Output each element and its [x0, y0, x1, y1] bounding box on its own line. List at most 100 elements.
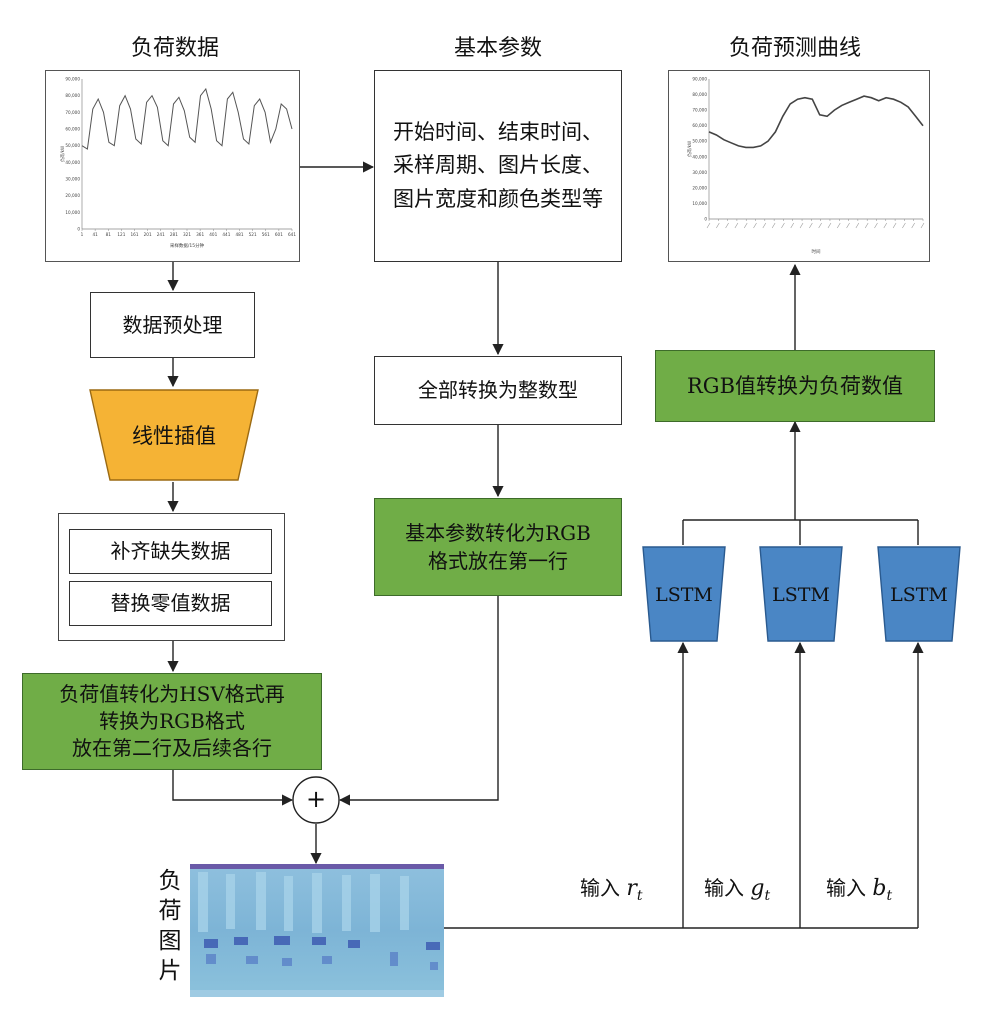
x-tick-mark	[902, 222, 906, 229]
input-g-prefix: 输入	[704, 876, 744, 900]
y-axis-label: 负荷/kW	[59, 146, 66, 162]
sum-symbol: +	[305, 785, 327, 813]
load-data-chart: 010,00020,00030,00040,00050,00060,00070,…	[59, 77, 296, 250]
input-g-label: 输入 gt	[704, 872, 770, 904]
x-tick-mark	[827, 222, 832, 229]
x-tick-label: 241	[157, 232, 165, 237]
x-tick-mark	[883, 222, 888, 229]
lstm-block-g: LSTM	[759, 546, 843, 642]
basic-params-text: 开始时间、结束时间、采样周期、图片长度、图片宽度和颜色类型等	[393, 119, 603, 211]
lstm-label-g: LSTM	[772, 584, 830, 606]
x-tick-mark	[911, 222, 915, 229]
rgb-to-load-box: RGB值转换为负荷数值	[655, 350, 935, 422]
x-tick-label: 361	[196, 232, 204, 237]
forecast-curve-title: 负荷预测曲线	[728, 36, 861, 61]
y-tick-label: 0	[704, 217, 707, 222]
input-b-prefix: 输入	[826, 876, 866, 900]
x-tick-mark	[874, 222, 878, 229]
x-tick-label: 161	[131, 232, 139, 237]
input-b-label: 输入 bt	[826, 872, 892, 904]
lstm-label-r: LSTM	[655, 584, 713, 606]
x-axis-label: 时间	[812, 248, 821, 255]
y-axis-label: 负荷/kW	[686, 141, 693, 157]
x-tick-mark	[706, 222, 711, 229]
y-tick-label: 60,000	[692, 123, 707, 128]
y-tick-label: 0	[77, 227, 80, 232]
x-tick-mark	[846, 222, 850, 229]
y-tick-label: 70,000	[65, 110, 80, 115]
to-int-box: 全部转换为整数型	[374, 356, 622, 425]
to-int-label: 全部转换为整数型	[418, 378, 578, 402]
y-tick-label: 30,000	[65, 177, 80, 182]
series-line	[81, 87, 293, 150]
x-tick-label: 321	[183, 232, 191, 237]
y-tick-label: 80,000	[692, 92, 707, 97]
input-g-sub: t	[764, 888, 771, 904]
load-image-char-4: 片	[158, 958, 182, 984]
x-tick-mark	[762, 222, 767, 229]
x-tick-label: 441	[222, 232, 230, 237]
x-tick-mark	[864, 222, 869, 229]
input-g-var: g	[750, 876, 765, 901]
fill-missing-label: 补齐缺失数据	[110, 539, 231, 563]
preprocess-label: 数据预处理	[122, 312, 223, 337]
x-tick-mark	[920, 222, 925, 229]
y-tick-label: 20,000	[65, 193, 80, 198]
hsv-convert-line1: 负荷值转化为HSV格式再	[59, 682, 285, 706]
x-tick-mark	[790, 222, 794, 229]
linear-interp-label: 线性插值	[132, 424, 216, 448]
y-tick-label: 50,000	[65, 143, 80, 148]
x-tick-mark	[771, 222, 776, 229]
x-tick-label: 401	[209, 232, 217, 237]
lstm-label-b: LSTM	[890, 584, 948, 606]
x-tick-label: 641	[288, 232, 296, 237]
x-tick-mark	[809, 222, 813, 229]
lstm-block-r: LSTM	[642, 546, 726, 642]
y-tick-label: 40,000	[65, 160, 80, 165]
input-r-label: 输入 rt	[580, 872, 643, 904]
x-tick-label: 601	[275, 232, 283, 237]
load-image-char-3: 图	[158, 928, 182, 954]
x-tick-label: 521	[249, 232, 257, 237]
x-tick-label: 481	[236, 232, 244, 237]
params-rgb-line1: 基本参数转化为RGB	[405, 521, 591, 545]
data-fill-group: 补齐缺失数据 替换零值数据	[58, 513, 285, 641]
x-tick-mark	[734, 222, 739, 229]
y-tick-label: 10,000	[65, 210, 80, 215]
rgb-to-load-label: RGB值转换为负荷数值	[686, 373, 904, 398]
y-tick-label: 30,000	[692, 170, 707, 175]
forecast-chart: 010,00020,00030,00040,00050,00060,00070,…	[686, 77, 925, 255]
replace-zero-label: 替换零值数据	[110, 591, 231, 615]
load-image	[190, 864, 444, 997]
x-tick-mark	[781, 222, 785, 229]
x-tick-mark	[753, 222, 757, 229]
x-tick-label: 1	[81, 232, 84, 237]
sum-node	[292, 776, 340, 824]
fill-missing-box: 补齐缺失数据	[69, 529, 272, 574]
load-image-char-2: 荷	[158, 898, 182, 924]
x-tick-label: 561	[262, 232, 270, 237]
x-tick-mark	[799, 222, 804, 229]
input-b-sub: t	[886, 888, 893, 904]
hsv-convert-box: 负荷值转化为HSV格式再 转换为RGB格式 放在第二行及后续各行	[22, 673, 322, 770]
x-tick-mark	[818, 222, 822, 229]
params-rgb-line2: 格式放在第一行	[428, 549, 568, 573]
hsv-convert-line3: 放在第二行及后续各行	[72, 736, 272, 760]
y-tick-label: 90,000	[692, 77, 707, 82]
basic-params-title: 基本参数	[453, 36, 542, 61]
y-tick-label: 50,000	[692, 139, 707, 144]
x-tick-label: 281	[170, 232, 178, 237]
x-tick-mark	[716, 222, 720, 229]
linear-interp-box: 线性插值	[89, 389, 259, 481]
y-tick-label: 70,000	[692, 108, 707, 113]
basic-params-box: 开始时间、结束时间、采样周期、图片长度、图片宽度和颜色类型等	[374, 70, 622, 262]
x-tick-mark	[725, 222, 729, 229]
input-r-sub: t	[636, 888, 643, 904]
input-r-prefix: 输入	[580, 876, 620, 900]
preprocess-box: 数据预处理	[90, 292, 255, 358]
lstm-block-b: LSTM	[877, 546, 961, 642]
y-tick-label: 20,000	[692, 185, 707, 190]
input-b-var: b	[872, 876, 887, 901]
